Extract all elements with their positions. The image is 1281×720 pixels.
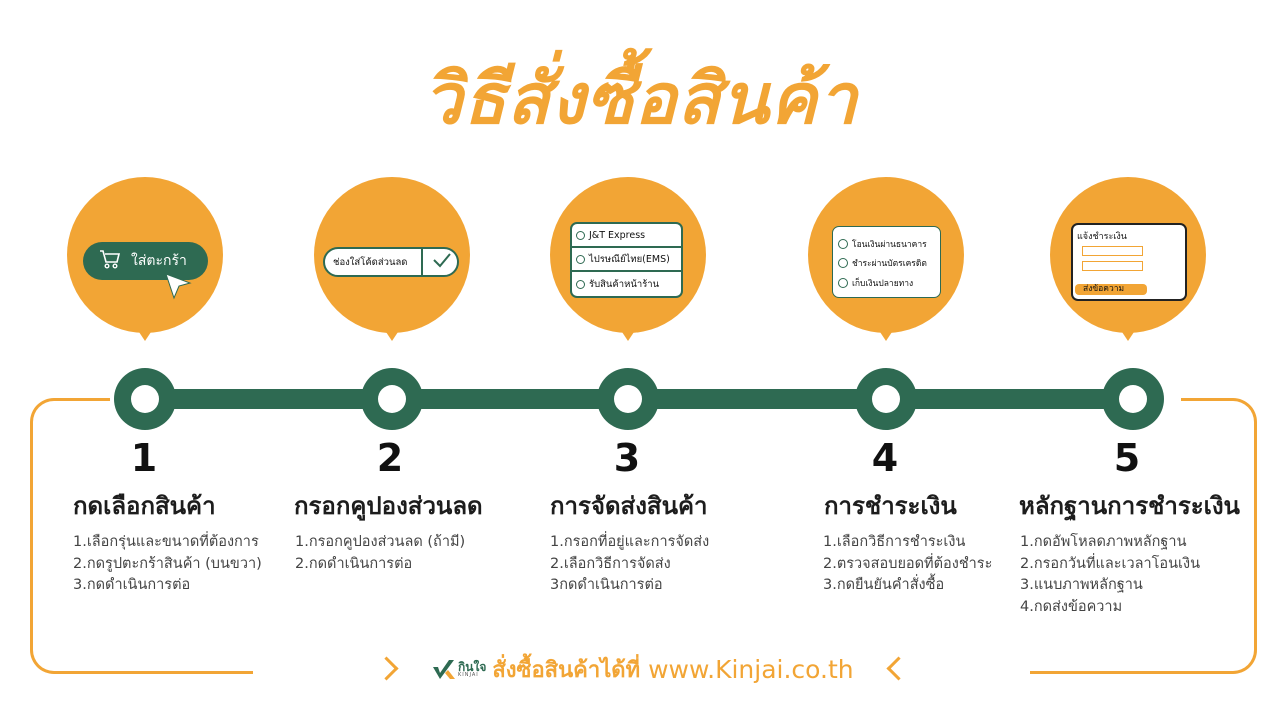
- step-3-instructions: 1.กรอกที่อยู่และการจัดส่ง 2.เลือกวิธีการ…: [550, 534, 710, 593]
- add-to-cart-button: ใส่ตะกร้า: [83, 242, 208, 280]
- coupon-input: ช่องใส่โค้ดส่วนลด: [323, 247, 459, 277]
- step-title: การชำระเงิน: [824, 492, 957, 520]
- payment-option: เก็บเงินปลายทาง: [833, 273, 940, 293]
- footer-text: สั่งซื้อสินค้าได้ที่: [492, 658, 641, 683]
- step-number: 1: [130, 436, 158, 480]
- form-field: [1082, 261, 1143, 271]
- kinjai-logo: กินใจ KINJAI: [432, 659, 486, 681]
- arrow-left-icon: [886, 656, 911, 681]
- website-link[interactable]: www.Kinjai.co.th: [648, 655, 854, 684]
- coupon-placeholder: ช่องใส่โค้ดส่วนลด: [333, 256, 408, 268]
- check-icon: [432, 252, 452, 272]
- timeline-node-5: [1102, 368, 1164, 430]
- footer: กินใจ KINJAI สั่งซื้อสินค้าได้ที่ www.Ki…: [432, 652, 854, 687]
- pointer-icon: [163, 272, 193, 304]
- send-message-button: ส่งข้อความ: [1075, 284, 1147, 295]
- step-title: กรอกคูปองส่วนลด: [294, 492, 483, 520]
- shipping-option: ไปรษณีย์ไทย(EMS): [572, 248, 681, 272]
- radio-icon: [576, 230, 585, 240]
- step-title: กดเลือกสินค้า: [73, 492, 216, 520]
- step-title: หลักฐานการชำระเงิน: [1019, 492, 1240, 520]
- radio-icon: [838, 277, 848, 288]
- step-1-instructions: 1.เลือกรุ่นและขนาดที่ต้องการ 2.กดรูปตะกร…: [73, 534, 262, 593]
- radio-icon: [576, 254, 585, 264]
- payment-notice-form: แจ้งชำระเงิน ส่งข้อความ: [1071, 223, 1187, 301]
- shipping-options: J&T Express ไปรษณีย์ไทย(EMS) รับสินค้าหน…: [570, 222, 683, 298]
- cart-icon: [99, 249, 121, 273]
- payment-options: โอนเงินผ่านธนาคาร ชำระผ่านบัตรเครดิต เก็…: [832, 226, 941, 298]
- add-to-cart-label: ใส่ตะกร้า: [131, 253, 187, 269]
- radio-icon: [838, 258, 848, 269]
- page-title: วิธีสั่งซื้อสินค้า: [422, 58, 859, 140]
- radio-icon: [838, 238, 848, 249]
- timeline-node-4: [855, 368, 917, 430]
- timeline-node-1: [114, 368, 176, 430]
- timeline-node-3: [597, 368, 659, 430]
- step-2-instructions: 1.กรอกคูปองส่วนลด (ถ้ามี) 2.กดดำเนินการต…: [295, 534, 466, 572]
- kinjai-check-icon: [433, 659, 455, 679]
- shipping-option: รับสินค้าหน้าร้าน: [572, 272, 681, 296]
- step-number: 4: [871, 436, 899, 480]
- step-5-instructions: 1.กดอัพโหลดภาพหลักฐาน 2.กรอกวันที่และเวล…: [1020, 534, 1201, 615]
- radio-icon: [576, 279, 585, 289]
- step-number: 5: [1113, 436, 1141, 480]
- step-4-instructions: 1.เลือกวิธีการชำระเงิน 2.ตรวจสอบยอดที่ต้…: [823, 534, 993, 593]
- form-title: แจ้งชำระเงิน: [1077, 232, 1127, 242]
- timeline-node-2: [361, 368, 423, 430]
- payment-option: ชำระผ่านบัตรเครดิต: [833, 254, 940, 274]
- step-number: 2: [376, 436, 404, 480]
- step-title: การจัดส่งสินค้า: [550, 492, 708, 520]
- form-field: [1082, 246, 1143, 256]
- step-number: 3: [613, 436, 641, 480]
- payment-option: โอนเงินผ่านธนาคาร: [833, 234, 940, 254]
- shipping-option: J&T Express: [572, 224, 681, 248]
